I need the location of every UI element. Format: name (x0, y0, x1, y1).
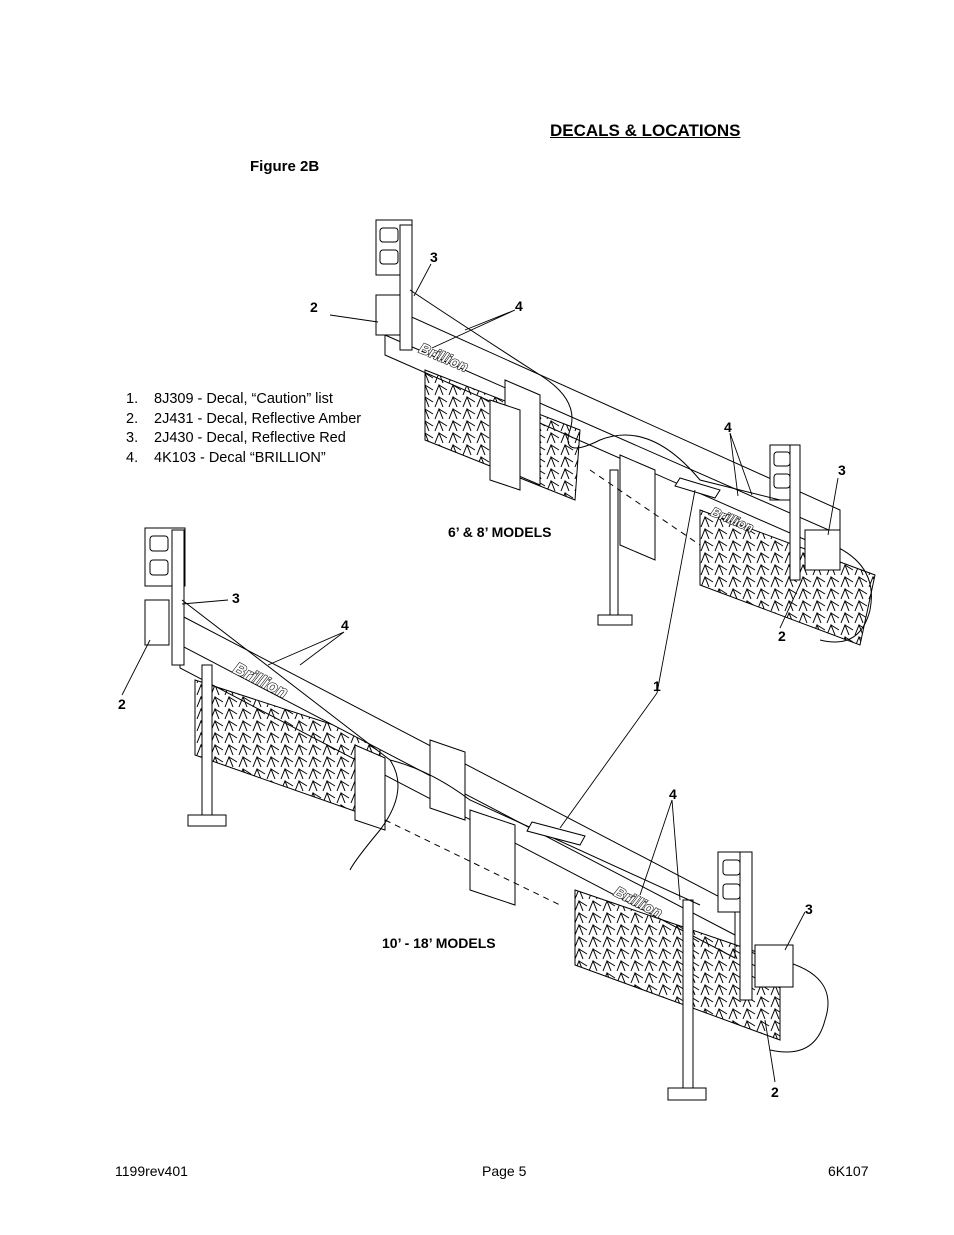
legend-number: 3. (126, 430, 139, 446)
legend-item: 1. 8J309 - Decal, “Caution” list (126, 390, 361, 410)
center-line (589, 469, 701, 546)
callout-3: 3 (805, 901, 813, 917)
leader-3-upper-right (827, 477, 839, 536)
callout-3: 3 (232, 590, 240, 606)
stand-foot (187, 814, 227, 827)
callout-2: 2 (310, 299, 318, 315)
legend-text: 8J309 - Decal, “Caution” list (154, 391, 333, 407)
section-title: DECALS & LOCATIONS (550, 121, 741, 140)
lamp-lens (149, 559, 169, 576)
callout-4: 4 (669, 786, 677, 802)
legend-text: 4K103 - Decal “BRILLION” (154, 449, 326, 466)
leader-2-upper (329, 314, 379, 323)
legend-item: 3. 2J430 - Decal, Reflective Red (126, 429, 361, 449)
lamp-lens (379, 227, 399, 243)
roller-end-disc (819, 539, 872, 643)
legend-text: 2J431 - Decal, Reflective Amber (154, 410, 362, 427)
hitch-plate (619, 454, 656, 561)
caution-decal (526, 821, 586, 846)
hitch-plate (429, 739, 466, 821)
parking-stand (201, 664, 213, 816)
leader-4-lower-right (639, 799, 681, 901)
small-models-label: 6’ & 8’ MODELS (448, 524, 552, 540)
amber-reflector-mount (375, 294, 401, 336)
leader-2-lower (121, 639, 151, 696)
hose-line (181, 599, 701, 906)
hitch-plate (489, 399, 521, 491)
leader-lines (121, 263, 839, 1083)
red-reflector-box (754, 944, 794, 988)
parking-stand (609, 469, 619, 616)
callout-4: 4 (724, 419, 732, 435)
hose-line (409, 289, 781, 501)
roller-upper-right (699, 509, 876, 646)
light-post (739, 851, 753, 1001)
leader-2-upper-right (779, 579, 803, 629)
legend-item: 4. 4K103 - Decal “BRILLION” (126, 449, 361, 469)
light-post (171, 529, 185, 666)
large-model-drawing: Brillion Brillion (144, 527, 829, 1101)
leader-1-lower (559, 692, 658, 829)
leader-3-upper (413, 263, 432, 297)
leader-4-lower (267, 631, 345, 666)
stand-foot (667, 1087, 707, 1101)
leader-1-upper (656, 489, 696, 694)
callout-3: 3 (838, 462, 846, 478)
leader-4-upper (431, 309, 516, 349)
footer-revision: 1199rev401 (115, 1163, 188, 1179)
lamp-lens (149, 535, 169, 552)
light-post (399, 224, 413, 351)
legend-number: 1. (126, 391, 139, 407)
red-reflector-box (804, 529, 841, 571)
leader-3-lower-right (784, 911, 806, 951)
callout-1: 1 (653, 678, 661, 694)
callout-2: 2 (118, 696, 126, 712)
callout-2: 2 (771, 1084, 779, 1100)
caution-decal (674, 477, 721, 499)
roller-end-disc (769, 959, 829, 1053)
hitch-plate (354, 744, 386, 831)
hitch-plate (469, 809, 516, 906)
legend-item: 2. 2J431 - Decal, Reflective Amber (126, 410, 361, 430)
footer-page-number: Page 5 (482, 1163, 527, 1179)
lamp-lens (379, 249, 399, 265)
light-post (789, 444, 801, 581)
parking-stand (682, 899, 694, 1089)
large-models-label: 10’ - 18’ MODELS (382, 935, 496, 951)
callout-2: 2 (778, 628, 786, 644)
legend-number: 2. (126, 410, 139, 427)
leader-4-upper-right (729, 432, 753, 497)
legend-number: 4. (126, 449, 139, 466)
small-model-drawing: Brillion Brillion (375, 219, 876, 646)
callout-4: 4 (515, 298, 523, 314)
callout-4: 4 (341, 617, 349, 633)
roller-lower-right (574, 889, 781, 1041)
footer-part-number: 6K107 (828, 1163, 869, 1179)
figure-label: Figure 2B (250, 158, 320, 175)
leader-3-lower (181, 599, 229, 605)
leader-2-lower-right (764, 1019, 776, 1083)
stand-foot (597, 614, 633, 626)
callout-3: 3 (430, 249, 438, 265)
legend-text: 2J430 - Decal, Reflective Red (154, 430, 346, 446)
amber-reflector-mount (144, 599, 170, 646)
decal-legend: 1. 8J309 - Decal, “Caution” list 2. 2J431 … (126, 390, 361, 468)
